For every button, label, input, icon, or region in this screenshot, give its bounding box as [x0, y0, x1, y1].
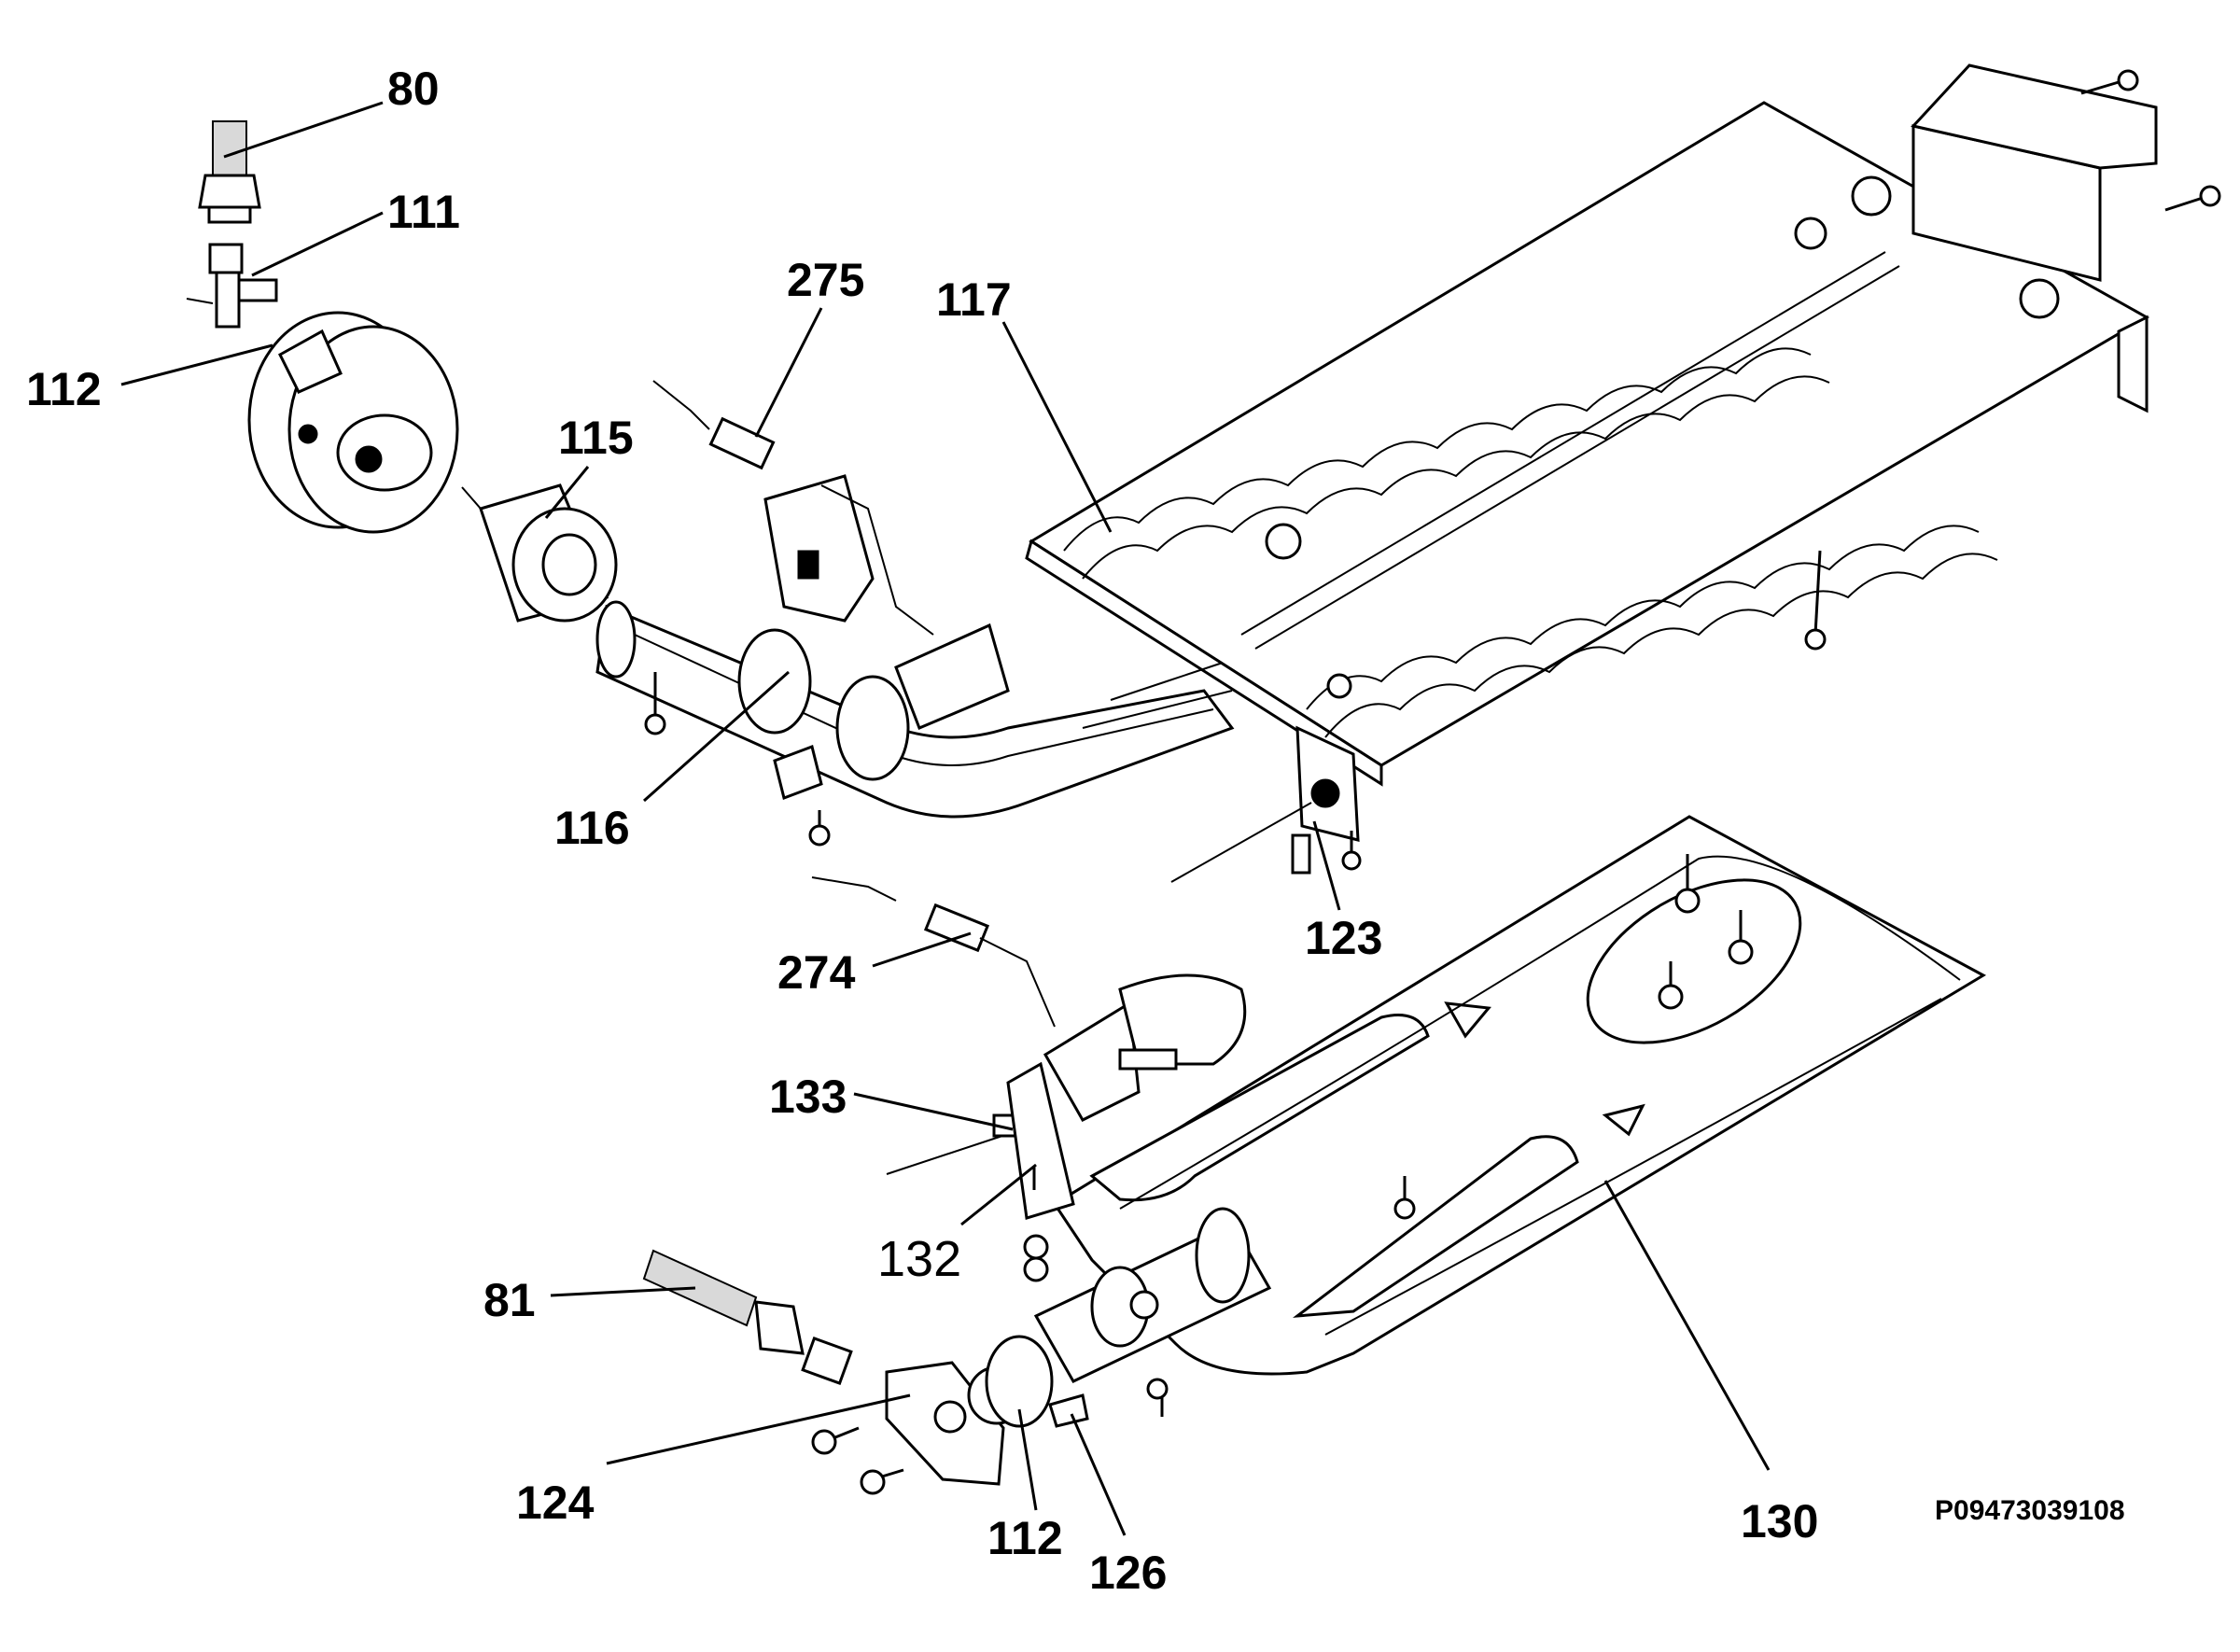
screw-icon — [2080, 69, 2139, 95]
leader-132 — [960, 1163, 1037, 1226]
callout-130: 130 — [1741, 1495, 1819, 1547]
burner-tube-part-116 — [595, 600, 1235, 819]
leader-112-bottom — [1017, 1408, 1038, 1511]
bracket-part-123 — [1170, 725, 1360, 883]
leader-80 — [223, 101, 384, 159]
leader-123 — [1312, 820, 1341, 911]
screw-icon — [1341, 831, 1362, 871]
screw-icon — [811, 1426, 860, 1455]
leader-133 — [853, 1092, 1014, 1131]
leader-81 — [550, 1286, 696, 1297]
pilot-holder-part-132 — [1006, 1061, 1075, 1282]
callout-112-top: 112 — [26, 363, 102, 415]
gas-line-fitting-part-80 — [198, 120, 261, 224]
screw-icon — [1146, 1378, 1169, 1417]
callout-275: 275 — [787, 254, 865, 306]
clip-part-126 — [1048, 1393, 1089, 1428]
mounting-bracket — [1851, 63, 2158, 319]
screw-icon — [1674, 854, 1701, 914]
callout-111: 111 — [387, 186, 460, 238]
callout-126: 126 — [1089, 1547, 1168, 1599]
leader-115 — [544, 466, 590, 519]
callout-115: 115 — [558, 412, 634, 464]
burner-tray-part-117 — [1025, 101, 2150, 787]
callout-124: 124 — [516, 1477, 595, 1529]
screw-icon — [1393, 1176, 1416, 1220]
leader-112-top — [120, 343, 273, 386]
callout-116: 116 — [554, 802, 630, 854]
screw-icon — [1804, 550, 1827, 651]
igniter-part-275 — [652, 380, 934, 636]
leader-274 — [872, 931, 972, 968]
leader-124 — [606, 1393, 911, 1465]
screw-icon — [644, 672, 666, 735]
callout-133: 133 — [769, 1071, 847, 1123]
venturi-tube-part-115 — [461, 483, 618, 623]
screw-icon — [860, 1468, 904, 1495]
leader-111 — [251, 211, 384, 277]
leader-275 — [754, 307, 823, 438]
gas-line-part-81 — [642, 1249, 853, 1386]
leader-126 — [1070, 1413, 1127, 1536]
leader-117 — [1001, 321, 1113, 533]
leader-lines — [120, 101, 1771, 1536]
screw-icon — [1728, 910, 1754, 965]
burner-tube-front — [1033, 1207, 1272, 1383]
callout-274: 274 — [777, 946, 856, 999]
screw-icon — [808, 810, 831, 847]
callout-81: 81 — [483, 1274, 536, 1326]
callout-80: 80 — [387, 63, 440, 115]
screw-icon — [1658, 961, 1684, 1010]
callout-117: 117 — [936, 273, 1012, 326]
screw-icon — [2164, 185, 2221, 212]
callout-132: 132 — [877, 1231, 962, 1287]
burner-cap-part-112-lower — [985, 1335, 1054, 1428]
leader-130 — [1603, 1180, 1771, 1471]
leader-116 — [643, 670, 790, 803]
document-id: P09473039108 — [1935, 1495, 2125, 1526]
callout-112-bottom: 112 — [987, 1512, 1063, 1564]
elbow-fitting-part-111 — [186, 243, 278, 329]
callout-123: 123 — [1305, 912, 1383, 964]
burner-cap-part-112 — [247, 311, 459, 534]
